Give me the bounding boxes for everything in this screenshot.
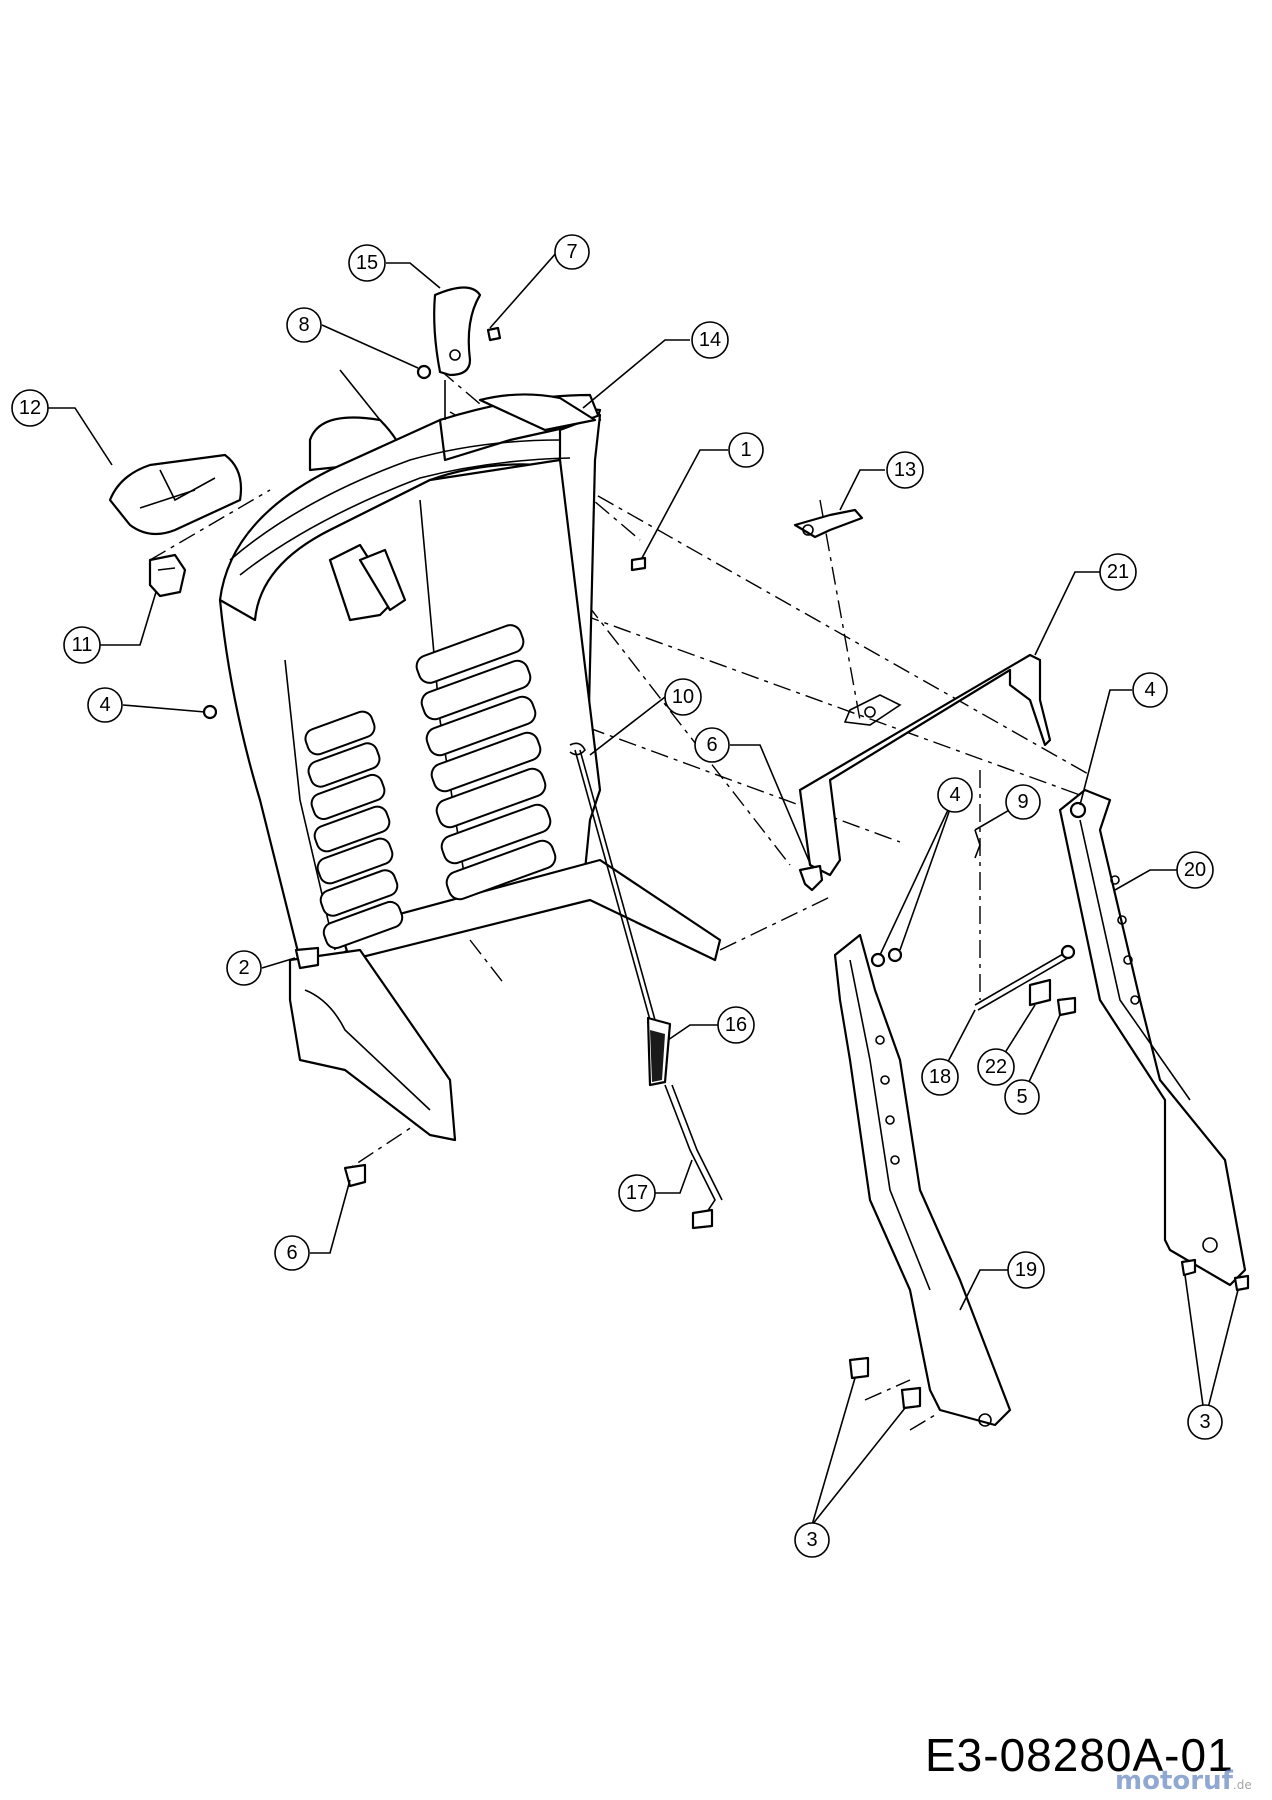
- svg-text:10: 10: [672, 686, 694, 708]
- svg-text:7: 7: [566, 241, 577, 263]
- callout-15: 15: [348, 244, 386, 282]
- plate-part-22: [1028, 978, 1052, 1007]
- svg-text:4: 4: [99, 694, 110, 716]
- svg-text:9: 9: [1017, 791, 1028, 813]
- pin-part-9: [974, 829, 981, 859]
- clip-part-10: [569, 742, 586, 756]
- callout-14: 14: [691, 321, 729, 359]
- watermark-logo: motoruf.de: [1115, 1766, 1252, 1796]
- shaft-part-18: [974, 944, 1076, 1011]
- svg-text:15: 15: [356, 252, 378, 274]
- callout-1: 1: [728, 432, 764, 468]
- screw-part-7: [486, 326, 502, 342]
- callout-3-right: 3: [1187, 1404, 1223, 1440]
- leg-part-19: [833, 933, 1012, 1427]
- callout-7: 7: [554, 234, 590, 270]
- callout-4-right: 4: [1132, 672, 1168, 708]
- callout-5: 5: [1004, 1079, 1040, 1115]
- callout-11: 11: [63, 626, 101, 664]
- rod-part-16-17: [574, 749, 723, 1230]
- callout-8: 8: [286, 307, 322, 343]
- bolt-part-6-upper: [798, 864, 824, 892]
- watermark-brand: motoruf: [1115, 1766, 1233, 1796]
- callout-6-lower: 6: [274, 1235, 310, 1271]
- watermark-tld: .de: [1232, 1778, 1252, 1792]
- svg-text:8: 8: [298, 314, 309, 336]
- svg-text:2: 2: [238, 957, 249, 979]
- svg-text:17: 17: [626, 1182, 648, 1204]
- svg-text:5: 5: [1016, 1086, 1027, 1108]
- svg-text:13: 13: [894, 459, 916, 481]
- dash-panel: [218, 369, 722, 1142]
- leg-part-20: [1058, 788, 1247, 1287]
- bolt-part-5: [1056, 996, 1077, 1017]
- crossbar-part-21: [798, 653, 1052, 877]
- bolt-part-2: [294, 946, 320, 970]
- callout-2: 2: [226, 950, 262, 986]
- svg-text:3: 3: [1199, 1411, 1210, 1433]
- lever-part-13: [793, 508, 864, 539]
- svg-text:20: 20: [1184, 859, 1206, 881]
- callout-6-upper: 6: [694, 727, 730, 763]
- svg-text:16: 16: [725, 1014, 747, 1036]
- callout-22: 22: [977, 1048, 1015, 1086]
- svg-text:4: 4: [1144, 679, 1155, 701]
- drawing-code: E3-08280A-01: [925, 1729, 1234, 1781]
- svg-text:19: 19: [1015, 1259, 1037, 1281]
- svg-text:21: 21: [1107, 561, 1129, 583]
- right-vents: [415, 624, 557, 901]
- knob-part-15: [433, 286, 482, 420]
- bracket-part-11: [148, 553, 187, 598]
- svg-text:11: 11: [72, 634, 93, 656]
- svg-text:1: 1: [740, 439, 751, 461]
- pin-part-1: [630, 556, 647, 572]
- svg-text:4: 4: [949, 784, 960, 806]
- nut-part-8: [416, 364, 432, 380]
- callout-19: 19: [1007, 1251, 1045, 1289]
- leader-lines: [48, 251, 1239, 1526]
- callout-10: 10: [664, 678, 702, 716]
- left-vents: [304, 710, 404, 950]
- callout-4-mid: 4: [937, 777, 973, 813]
- callout-16: 16: [717, 1006, 755, 1044]
- callout-21: 21: [1099, 553, 1137, 591]
- callout-13: 13: [886, 451, 924, 489]
- svg-text:6: 6: [706, 734, 717, 756]
- callout-3-left: 3: [794, 1522, 830, 1558]
- callout-4-left: 4: [87, 687, 123, 723]
- callout-12: 12: [11, 389, 49, 427]
- svg-text:6: 6: [286, 1242, 297, 1264]
- callout-18: 18: [921, 1058, 959, 1096]
- callout-20: 20: [1176, 851, 1214, 889]
- cover-part-12: [108, 453, 243, 536]
- callout-17: 17: [618, 1174, 656, 1212]
- svg-text:12: 12: [19, 397, 41, 419]
- svg-text:14: 14: [699, 329, 721, 351]
- svg-text:3: 3: [806, 1529, 817, 1551]
- callout-9: 9: [1005, 784, 1041, 820]
- bolt-part-6-lower: [343, 1163, 367, 1188]
- svg-text:22: 22: [985, 1056, 1007, 1078]
- bolts-part-3: [848, 1258, 1250, 1410]
- svg-text:18: 18: [929, 1066, 951, 1088]
